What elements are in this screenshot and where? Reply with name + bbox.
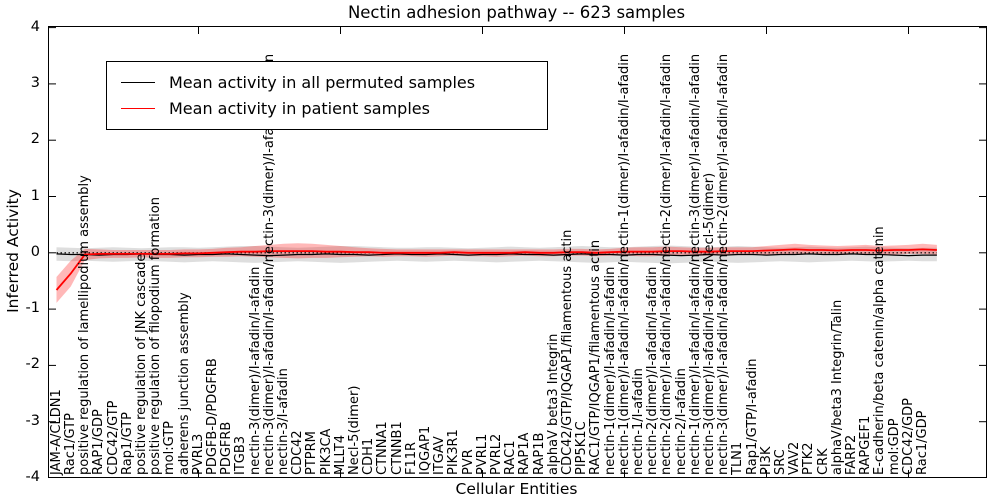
x-tick-label: PIK3CA xyxy=(318,428,334,475)
x-tick-label: RAPGEF1 xyxy=(858,415,874,475)
y-tick-label: 3 xyxy=(30,74,40,91)
x-tick-label: RAP1B xyxy=(531,432,547,475)
x-tick-label: PIP5K1C xyxy=(574,421,590,475)
x-tick-label: PVRL3 xyxy=(190,433,206,475)
y-tick-label: -4 xyxy=(25,469,40,485)
x-tick-label: IQGAP1 xyxy=(417,425,433,475)
x-tick-label: CDC42/GTP xyxy=(105,400,121,475)
y-tick-label: 0 xyxy=(30,243,40,260)
x-tick-label: Rac1/GDP xyxy=(914,410,930,475)
y-tick-label: -2 xyxy=(25,356,40,373)
x-tick-label: nectin-2(dimer)/I-afadin/I-afadin/nectin… xyxy=(659,53,675,475)
legend: Mean activity in all permuted samples Me… xyxy=(106,61,548,130)
x-tick-label: CDC42/GTP/IQGAP1/filamentous actin xyxy=(559,229,575,475)
x-tick-label: ITGB3 xyxy=(233,435,249,475)
x-tick-label: MLLT4 xyxy=(332,434,348,475)
x-tick-label: JAM-A/CLDN1 xyxy=(48,389,64,475)
x-tick-label: ITGAV xyxy=(432,436,448,475)
x-tick-label: Rap1/GTP xyxy=(119,411,135,475)
x-tick-label: CDC42 xyxy=(290,430,306,475)
legend-line-sample-black-icon xyxy=(121,81,155,83)
x-tick-label: PVR xyxy=(460,449,476,475)
x-tick-label: nectin-3(dimer)/I-afadin/I-afadin xyxy=(247,266,263,475)
x-tick-label: PI3K xyxy=(758,446,774,475)
y-tick-label: 2 xyxy=(30,131,40,148)
legend-line-sample-red-icon xyxy=(121,107,155,109)
x-axis-title: Cellular Entities xyxy=(455,480,578,498)
x-tick-label: Rap1/GTP/I-afadin xyxy=(744,358,760,475)
x-tick-label: Necl-5(dimer) xyxy=(346,385,362,475)
x-tick-label: RAP1/GDP xyxy=(91,409,107,475)
legend-item-permuted: Mean activity in all permuted samples xyxy=(117,69,537,95)
x-tick-label: PVRL1 xyxy=(474,433,490,475)
legend-item-patient: Mean activity in patient samples xyxy=(117,95,537,121)
x-tick-label: PTPRM xyxy=(304,431,320,475)
x-tick-label: positive regulation of lamellipodium ass… xyxy=(77,175,93,475)
x-tick-label: nectin-2(dimer)/I-afadin/I-afadin xyxy=(645,266,661,475)
x-tick-label: CDC42/GDP xyxy=(900,397,916,475)
legend-label: Mean activity in all permuted samples xyxy=(169,72,476,92)
patient-line xyxy=(55,248,937,291)
chart-canvas xyxy=(49,27,986,477)
chart-title: Nectin adhesion pathway -- 623 samples xyxy=(347,3,686,22)
x-tick-label: E-cadherin/beta catenin/alpha catenin xyxy=(872,226,888,475)
x-tick-label: CTNNB1 xyxy=(389,421,405,475)
y-tick-label: -1 xyxy=(25,300,40,317)
y-tick-label: 4 xyxy=(30,18,40,35)
x-tick-label: CTNNA1 xyxy=(375,421,391,475)
x-tick-label: nectin-3/I-afadin xyxy=(275,368,291,475)
x-tick-label: CDH1 xyxy=(361,437,377,475)
x-tick-label: RAC1 xyxy=(503,440,519,475)
x-tick-label: adherens junction assembly xyxy=(176,292,192,475)
x-tick-label: nectin-1/I-afadin xyxy=(630,368,646,475)
x-tick-label: nectin-3(dimer)/I-afadin/I-afadin/Necl-5… xyxy=(701,172,717,475)
y-tick-labels: 4 3 2 1 0 -1 -2 -3 -4 xyxy=(0,0,46,500)
x-tick-label: nectin-1(dimer)/I-afadin/I-afadin xyxy=(602,266,618,475)
x-tick-label: PTK2 xyxy=(801,442,817,475)
x-tick-label: RAC1/GTP/IQGAP1/filamentous actin xyxy=(588,239,604,475)
legend-label: Mean activity in patient samples xyxy=(169,98,430,118)
x-tick-label: PIK3R1 xyxy=(446,429,462,475)
y-tick-label: 1 xyxy=(30,187,40,204)
permuted-line xyxy=(56,253,937,257)
y-tick-label: -3 xyxy=(25,412,40,429)
x-tick-label: Rac1/GTP xyxy=(62,413,78,475)
x-tick-label: mol:GTP xyxy=(162,421,178,475)
x-tick-label: TLN1 xyxy=(730,441,746,475)
x-tick-label: RAP1A xyxy=(517,432,533,475)
x-tick-label: alphaV beta3 Integrin xyxy=(545,333,561,475)
x-tick-label: PVRL2 xyxy=(488,433,504,475)
x-tick-label: VAV2 xyxy=(787,441,803,475)
x-tick-label: CRK xyxy=(815,448,831,475)
x-tick-label: mol:GDP xyxy=(886,418,902,475)
x-tick-label: nectin-1(dimer)/I-afadin/I-afadin/nectin… xyxy=(687,53,703,475)
x-tick-label: PDGFB-D/PDGFRB xyxy=(204,358,220,475)
x-tick-label: nectin-2/I-afadin xyxy=(673,368,689,475)
x-tick-label: alphaV/beta3 Integrin/Talin xyxy=(829,299,845,475)
x-tick-label: positive regulation of JNK cascade xyxy=(133,253,149,475)
patient-band xyxy=(56,243,937,303)
x-tick-label: positive regulation of filopodium format… xyxy=(148,197,164,475)
x-tick-label: FARP2 xyxy=(843,434,859,475)
x-tick-label: nectin-1(dimer)/I-afadin/I-afadin/nectin… xyxy=(616,53,632,475)
x-tick-label: nectin-3(dimer)/I-afadin/I-afadin/nectin… xyxy=(716,53,732,475)
x-tick-label: PDGFRB xyxy=(219,421,235,475)
x-tick-label: SRC xyxy=(772,449,788,475)
x-tick-label: F11R xyxy=(403,441,419,475)
